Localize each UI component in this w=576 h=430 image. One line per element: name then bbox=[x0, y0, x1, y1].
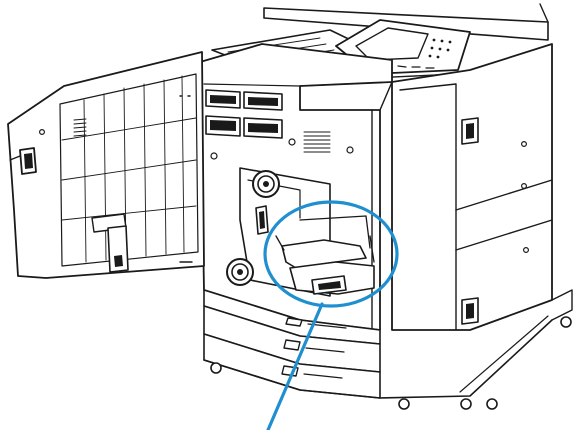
callout-leader-line bbox=[266, 302, 324, 430]
callout-circle bbox=[263, 200, 399, 308]
upper-knob bbox=[252, 170, 280, 198]
transfer-unit bbox=[275, 215, 375, 295]
base-casters bbox=[203, 315, 572, 410]
side-panel bbox=[391, 43, 573, 331]
callout-highlight bbox=[263, 200, 399, 430]
lower-knob bbox=[226, 258, 254, 286]
front-door-open[interactable] bbox=[7, 51, 205, 279]
toner-slots bbox=[205, 89, 283, 139]
